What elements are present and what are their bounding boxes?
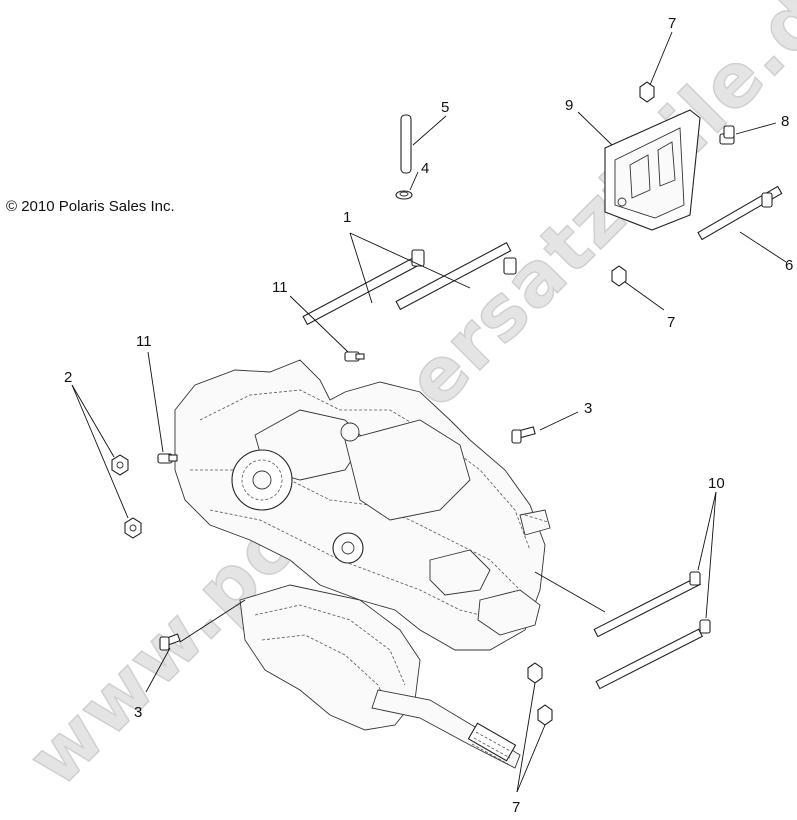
callout-9: 9: [565, 97, 573, 114]
callout-3-left: 3: [134, 704, 142, 721]
callout-11-top: 11: [272, 279, 288, 296]
part-4-clip: [395, 190, 413, 200]
callout-2: 2: [64, 369, 72, 386]
part-3-bolts: [159, 426, 536, 651]
engine-crankcase-assembly: [174, 359, 606, 769]
part-11-small-bolts: [157, 351, 365, 464]
callout-7-bottom: 7: [512, 799, 520, 816]
part-9-bracket: [604, 109, 701, 231]
callout-11-left: 11: [136, 333, 152, 350]
leader-lines: [71, 31, 787, 793]
copyright-text: © 2010 Polaris Sales Inc.: [6, 198, 175, 215]
callout-6: 6: [785, 257, 793, 274]
part-6-bolt: [697, 185, 783, 241]
callout-labels: 1 2 3 3 4 5 6 7 7 7 8 9 10 11 11: [64, 15, 793, 816]
callout-5: 5: [441, 99, 449, 116]
part-2-nuts: [111, 454, 142, 539]
callout-10: 10: [708, 475, 725, 492]
callout-7-mid: 7: [667, 314, 675, 331]
part-5-pin: [400, 114, 412, 174]
callout-7-top: 7: [668, 15, 676, 32]
part-10-long-bolts: [593, 571, 711, 690]
callout-3-right: 3: [584, 400, 592, 417]
part-8-bolt: [719, 125, 735, 145]
part-7-nuts: [527, 81, 655, 726]
callout-1: 1: [343, 209, 351, 226]
part-1-long-bolts: [302, 242, 517, 326]
callout-8: 8: [781, 113, 789, 130]
callout-4: 4: [421, 160, 429, 177]
